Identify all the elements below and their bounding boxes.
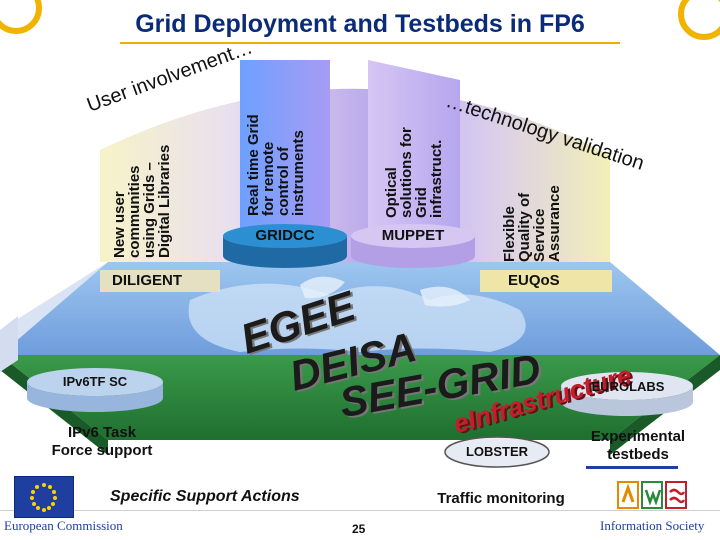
disc-eurolabs-side <box>561 386 693 416</box>
disc-ipv6-top <box>27 368 163 396</box>
disc-ipv6-side <box>27 382 163 412</box>
column-text-optical: Optical solutions for Grid infrastruct. <box>383 127 445 218</box>
label-euqos: EUQoS <box>508 272 560 289</box>
column-optical <box>368 60 460 250</box>
disc-muppet-side <box>351 236 475 268</box>
column-realtime <box>240 60 330 250</box>
information-society-text: Information Society <box>600 518 705 533</box>
bar-euqos <box>480 270 612 292</box>
back-panel <box>100 88 610 262</box>
column-text-qos: Flexible Quality of Service Assurance <box>501 185 563 262</box>
left-strip <box>0 316 18 372</box>
title-underline <box>120 42 620 44</box>
map-detail-1 <box>300 276 345 299</box>
slab-front-face <box>0 355 720 440</box>
caption-ipv6-task-force: IPv6 Task Force support <box>51 424 153 459</box>
caption-specific-support: Specific Support Actions <box>110 488 300 505</box>
corner-ring-right <box>678 0 720 40</box>
disc-eurolabs-top <box>561 372 693 400</box>
underline-experimental <box>586 466 678 469</box>
european-commission-text: European Commission <box>4 518 123 533</box>
disc-muppet-top <box>351 224 475 248</box>
bar-diligent <box>100 270 220 292</box>
corner-ring-left <box>0 0 42 34</box>
eu-stars-icon <box>30 483 57 512</box>
label-eurolabs: EUROLABS <box>591 379 665 394</box>
eu-flag-logo <box>14 476 74 518</box>
caption-experimental-testbeds: Experimental testbeds <box>590 428 686 463</box>
label-muppet: MUPPET <box>381 227 445 244</box>
disc-gridcc-side <box>223 236 347 268</box>
column-text-digital-libraries: New user communities using Grids – Digit… <box>111 144 173 258</box>
disc-gridcc-top <box>223 224 347 248</box>
page-number: 25 <box>352 522 366 536</box>
caption-traffic-monitoring: Traffic monitoring <box>437 490 565 507</box>
page-title: Grid Deployment and Testbeds in FP6 <box>135 10 585 38</box>
label-lobster: LOBSTER <box>465 444 529 459</box>
map-detail-2 <box>420 286 470 307</box>
infosoc-icon <box>617 481 687 509</box>
label-diligent: DILIGENT <box>112 272 182 289</box>
infosoc-logo <box>616 480 708 514</box>
column-text-realtime-grid: Real time Grid for remote control of ins… <box>245 114 307 216</box>
footer-separator <box>0 510 720 511</box>
lens-lobster <box>444 436 550 468</box>
label-gridcc: GRIDCC <box>255 227 315 244</box>
label-ipv6tf: IPv6TF SC <box>62 374 128 389</box>
